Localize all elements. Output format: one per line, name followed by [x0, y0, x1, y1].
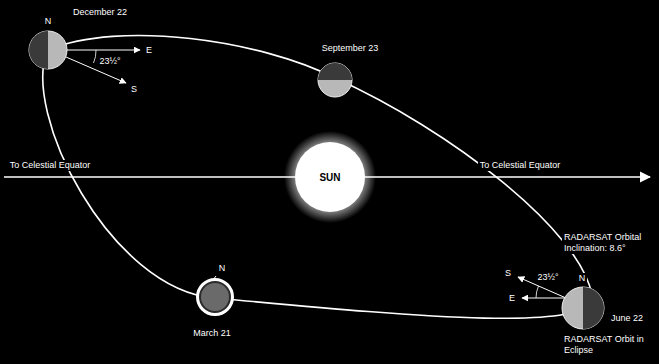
earth-disc — [318, 63, 352, 97]
earth-december: December 22 — [29, 31, 67, 69]
south-label: S — [503, 268, 513, 279]
earth-september: September 23 — [318, 63, 352, 97]
earth-june: June 22 — [562, 287, 604, 329]
north-label: N — [217, 263, 228, 274]
north-label: N — [577, 273, 588, 284]
equator-label: To Celestial Equator — [8, 160, 93, 171]
earth-disc — [562, 287, 604, 329]
sun-glow — [284, 131, 376, 223]
node-shape — [562, 287, 604, 329]
earth-disc — [29, 31, 67, 69]
east-label: E — [507, 293, 517, 304]
east-arrow — [66, 50, 140, 51]
earth-shadow — [318, 63, 352, 80]
sun-disc — [295, 142, 365, 212]
earth-core — [201, 283, 229, 311]
earth-disc — [198, 280, 233, 315]
sun-label: SUN — [317, 172, 342, 183]
date-label: June 22 — [609, 313, 645, 324]
date-label: December 22 — [71, 7, 129, 18]
angle-label: 23½° — [97, 56, 122, 67]
earth-march: March 21 — [196, 278, 234, 316]
south-label: S — [129, 84, 139, 95]
angle-arc — [536, 286, 539, 298]
east-label: E — [144, 45, 154, 56]
angle-label: 23½° — [535, 272, 560, 283]
angle-arc — [94, 50, 97, 63]
node-shape — [196, 278, 234, 316]
node-shape — [318, 63, 352, 97]
node-shape — [29, 31, 67, 69]
inclination-note: RADARSAT Orbital Inclination: 8.6° — [562, 232, 654, 254]
east-arrow — [522, 298, 566, 299]
date-label: March 21 — [191, 328, 233, 339]
eclipse-note: RADARSAT Orbit in Eclipse — [562, 334, 654, 356]
equator-label: To Celestial Equator — [478, 160, 563, 171]
date-label: September 23 — [320, 43, 381, 54]
north-label: N — [43, 16, 54, 27]
earth-shadow — [583, 287, 604, 329]
earth-shadow — [29, 31, 48, 69]
sun-circle: SUN — [295, 142, 365, 212]
